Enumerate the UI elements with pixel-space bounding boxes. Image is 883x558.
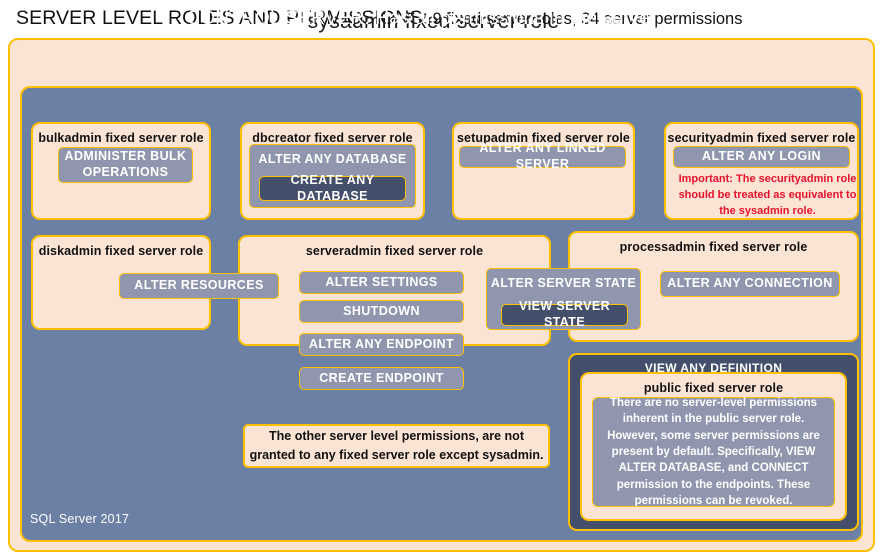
permission-view-server-state[interactable]: VIEW SERVER STATE	[501, 299, 628, 329]
public-role-description: There are no server-level permissions in…	[592, 397, 835, 507]
sysadmin-role-label: sysadmin fixed server role	[307, 10, 560, 33]
permission-create-endpoint[interactable]: CREATE ENDPOINT	[299, 367, 464, 390]
permission-alter-resources[interactable]: ALTER RESOURCES	[119, 273, 279, 299]
permission-view-any-definition-label: VIEW ANY DEFINITION	[644, 361, 783, 375]
role-label-serveradmin: serveradmin fixed server role	[305, 244, 484, 258]
role-card-securityadmin: securityadmin fixed server role Importan…	[664, 122, 859, 220]
role-card-setupadmin: setupadmin fixed server role	[452, 122, 635, 220]
other-permissions-note: The other server level permissions, are …	[243, 424, 550, 468]
securityadmin-warning-note: Important: The securityadmin role should…	[678, 173, 857, 217]
permission-create-any-database[interactable]: CREATE ANY DATABASE	[259, 173, 406, 203]
permission-alter-any-endpoint[interactable]: ALTER ANY ENDPOINT	[299, 333, 464, 356]
control-server-label: CONTROL SERVER: Has all permissions in t…	[186, 8, 657, 29]
page-title-heading: SERVER LEVEL ROLES AND PERMISSIONS:	[16, 7, 429, 29]
role-label-public: public fixed server role	[643, 381, 784, 395]
role-label-processadmin: processadmin fixed server role	[619, 240, 808, 254]
role-label-diskadmin: diskadmin fixed server role	[38, 244, 204, 258]
page-title-subheading: 9 fixed server roles, 34 server permissi…	[432, 10, 743, 28]
permission-alter-any-connection[interactable]: ALTER ANY CONNECTION	[660, 271, 840, 297]
permission-alter-settings[interactable]: ALTER SETTINGS	[299, 271, 464, 294]
page-title: SERVER LEVEL ROLES AND PERMISSIONS: 9 fi…	[16, 7, 876, 33]
role-label-dbcreator: dbcreator fixed server role	[252, 131, 413, 145]
role-label-bulkadmin: bulkadmin fixed server role	[38, 131, 204, 145]
permission-shutdown[interactable]: SHUTDOWN	[299, 300, 464, 323]
footer-product-label: SQL Server 2017	[30, 512, 130, 526]
permission-alter-any-linked-server[interactable]: ALTER ANY LINKED SERVER	[459, 141, 626, 171]
role-label-setupadmin: setupadmin fixed server role	[456, 131, 630, 145]
permission-administer-bulk-operations[interactable]: ADMINISTER BULK OPERATIONS	[58, 147, 193, 183]
permission-alter-any-login[interactable]: ALTER ANY LOGIN	[673, 146, 850, 168]
role-label-securityadmin: securityadmin fixed server role	[667, 131, 856, 145]
